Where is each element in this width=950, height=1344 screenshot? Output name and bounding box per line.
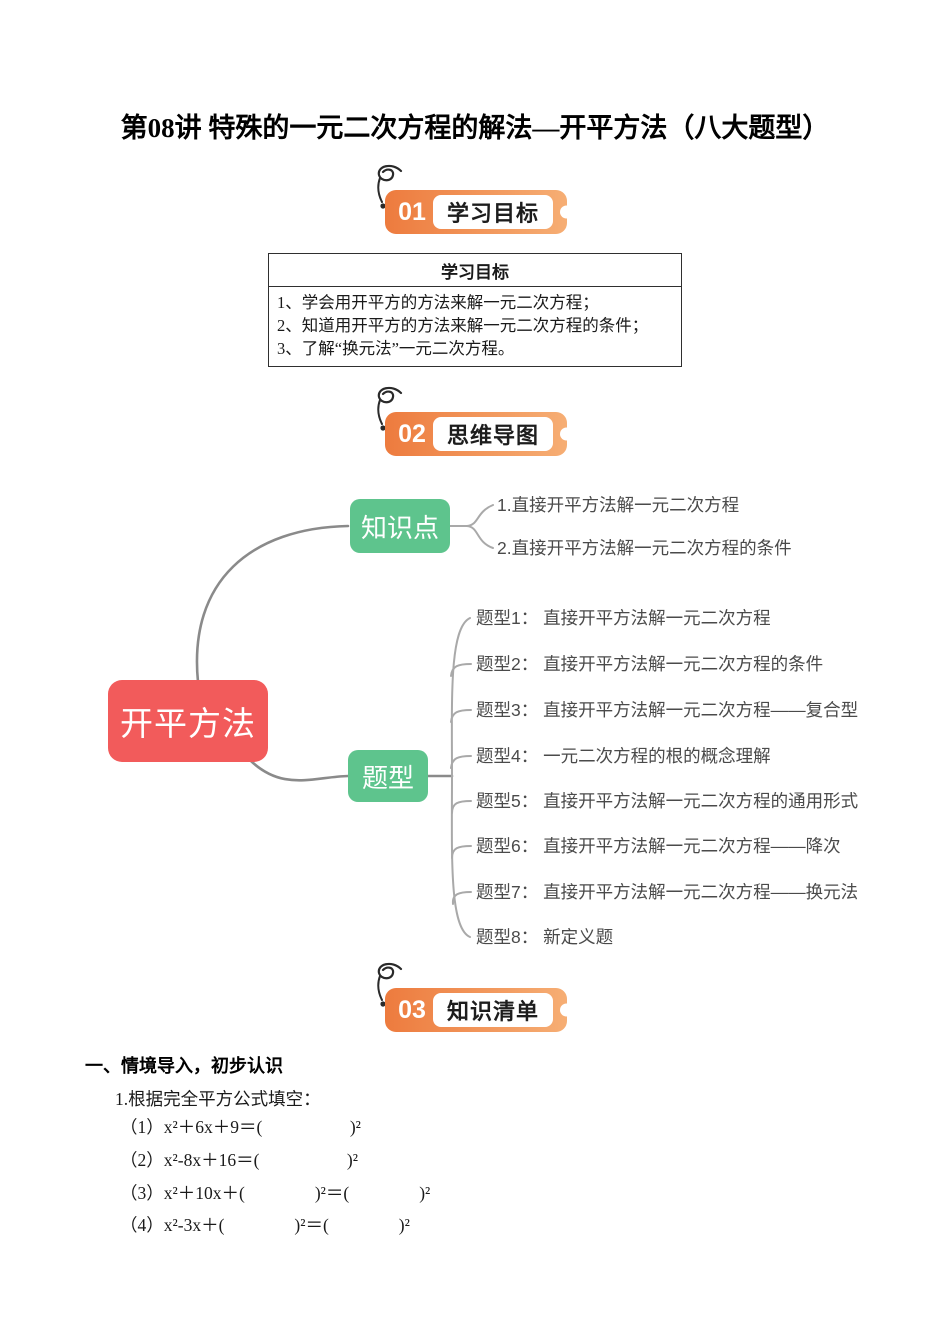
objectives-table-body: 1、学会用开平方的方法来解一元二次方程； 2、知道用开平方的方法来解一元二次方程… (269, 287, 681, 366)
section-label: 学习目标 (433, 195, 553, 229)
objectives-table: 学习目标 1、学会用开平方的方法来解一元二次方程； 2、知道用开平方的方法来解一… (268, 253, 682, 367)
mindmap-type-item: 题型1： 直接开平方法解一元二次方程 (476, 608, 771, 628)
mindmap-type-item: 题型4： 一元二次方程的根的概念理解 (476, 746, 771, 766)
fill-blank-equation: （1）x²＋6x＋9＝( )² (120, 1117, 361, 1137)
mindmap-type-item: 题型6： 直接开平方法解一元二次方程——降次 (476, 836, 841, 856)
objective-item: 1、学会用开平方的方法来解一元二次方程； (277, 293, 599, 312)
mindmap-type-item: 题型7： 直接开平方法解一元二次方程——换元法 (476, 882, 859, 902)
section-badge-01: 01 学习目标 (377, 164, 567, 234)
section-label: 思维导图 (433, 417, 553, 451)
section-number: 03 (398, 995, 426, 1024)
mindmap-type-item: 题型3： 直接开平方法解一元二次方程——复合型 (476, 700, 859, 720)
section-badge-body: 03 知识清单 (385, 988, 567, 1032)
page-title: 第08讲 特殊的一元二次方程的解法—开平方法（八大题型） (120, 113, 830, 143)
section-badge-body: 01 学习目标 (385, 190, 567, 234)
objective-item: 2、知道用开平方的方法来解一元二次方程的条件； (277, 316, 649, 335)
fill-blank-equation: （4）x²-3x＋( )²＝( )² (120, 1215, 410, 1235)
section-label: 知识清单 (433, 993, 553, 1027)
mindmap-branch-types: 题型 (348, 750, 428, 802)
fill-blank-equation: （2）x²-8x＋16＝( )² (120, 1150, 358, 1170)
mindmap-knowledge-item: 1.直接开平方法解一元二次方程 (497, 495, 740, 515)
section-badge-03: 03 知识清单 (377, 962, 567, 1032)
section-number: 02 (398, 419, 426, 448)
mindmap-knowledge-item: 2.直接开平方法解一元二次方程的条件 (497, 538, 792, 558)
mindmap-type-item: 题型2： 直接开平方法解一元二次方程的条件 (476, 654, 824, 674)
section-badge-body: 02 思维导图 (385, 412, 567, 456)
section-number: 01 (398, 197, 426, 226)
knowledge-intro-text: 1.根据完全平方公式填空： (115, 1089, 321, 1109)
mindmap-type-item: 题型5： 直接开平方法解一元二次方程的通用形式 (476, 791, 859, 811)
knowledge-section-heading: 一、情境导入，初步认识 (85, 1056, 283, 1076)
objective-item: 3、了解“换元法”一元二次方程。 (277, 339, 515, 358)
objectives-table-header: 学习目标 (269, 254, 681, 287)
fill-blank-equation: （3）x²＋10x＋( )²＝( )² (120, 1183, 431, 1203)
mindmap-root-node: 开平方法 (108, 680, 268, 762)
section-badge-02: 02 思维导图 (377, 386, 567, 456)
mindmap-branch-knowledge: 知识点 (350, 499, 450, 553)
mindmap-type-item: 题型8： 新定义题 (476, 927, 614, 947)
